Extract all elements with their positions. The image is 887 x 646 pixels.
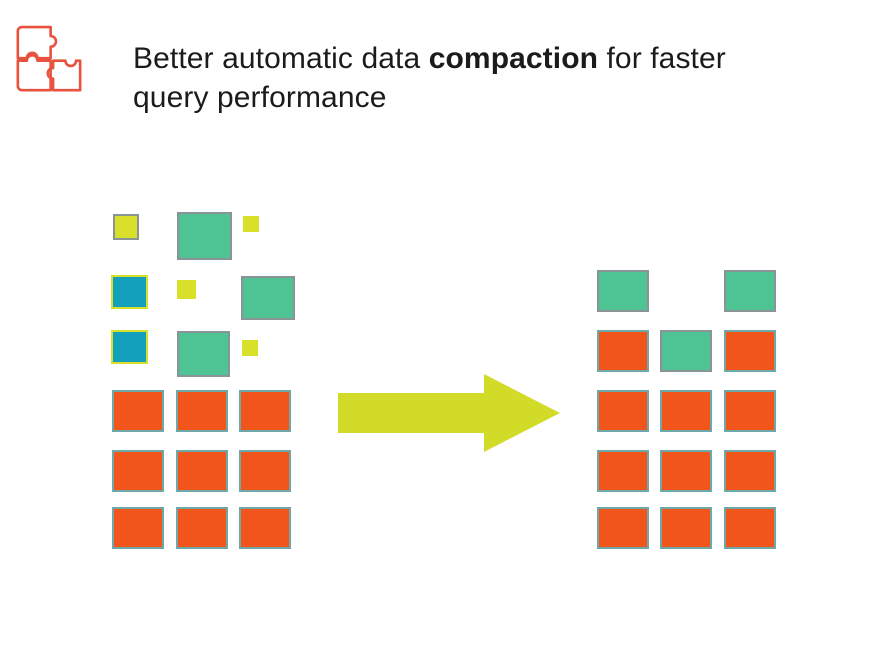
after-block-a-r2c2 — [660, 330, 712, 372]
before-block-b-r6c2 — [176, 507, 228, 549]
after-block-a-r5c3 — [724, 507, 776, 549]
after-block-a-r3c3 — [724, 390, 776, 432]
right-arrow-icon — [338, 374, 560, 452]
after-block-a-r5c2 — [660, 507, 712, 549]
page-title: Better automatic data compaction for fas… — [133, 39, 863, 117]
before-block-b-r1c3 — [243, 216, 259, 232]
after-block-a-r4c1 — [597, 450, 649, 492]
before-block-b-r4c1 — [112, 390, 164, 432]
before-block-b-r1c1 — [113, 214, 139, 240]
puzzle-icon — [8, 18, 90, 100]
title-line1-suffix: for faster — [598, 42, 726, 76]
after-block-a-r5c1 — [597, 507, 649, 549]
before-block-b-r5c3 — [239, 450, 291, 492]
before-block-b-r2c2 — [177, 280, 196, 299]
title-keyword-compaction: compaction — [428, 42, 599, 76]
title-line1-prefix: Better automatic data — [133, 42, 429, 76]
before-block-b-r6c1 — [112, 507, 164, 549]
before-block-b-r2c1 — [111, 275, 148, 309]
slide-header: Better automatic data compaction for fas… — [0, 0, 887, 130]
before-block-b-r6c3 — [239, 507, 291, 549]
before-block-b-r4c3 — [239, 390, 291, 432]
after-block-a-r1c3 — [724, 270, 776, 312]
before-block-b-r5c2 — [176, 450, 228, 492]
after-block-a-r4c3 — [724, 450, 776, 492]
before-block-b-r3c1 — [111, 330, 148, 364]
after-block-a-r2c1 — [597, 330, 649, 372]
after-block-a-r1c1 — [597, 270, 649, 312]
after-block-a-r2c3 — [724, 330, 776, 372]
before-block-b-r3c3 — [242, 340, 258, 356]
title-line2: query performance — [133, 81, 387, 115]
before-block-b-r5c1 — [112, 450, 164, 492]
after-block-a-r3c2 — [660, 390, 712, 432]
after-block-a-r4c2 — [660, 450, 712, 492]
before-block-b-r3c2 — [177, 331, 230, 377]
before-block-b-r1c2 — [177, 212, 232, 260]
before-block-b-r2c3 — [241, 276, 295, 320]
after-block-a-r3c1 — [597, 390, 649, 432]
before-block-b-r4c2 — [176, 390, 228, 432]
